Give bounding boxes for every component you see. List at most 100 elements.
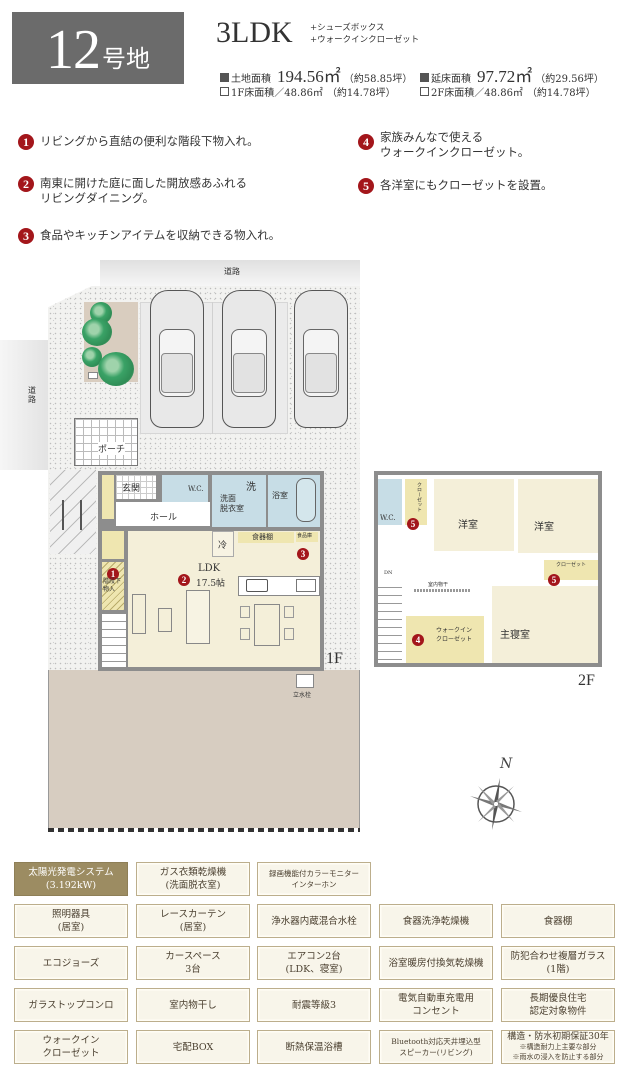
car-2 — [222, 290, 276, 428]
closet-2f-2-badge: 5 — [548, 568, 560, 587]
equipment-solar: 太陽光発電システム (3.192kW) — [14, 862, 128, 896]
feature-3: 3 食品やキッチンアイテムを収納できる物入れ。 — [18, 228, 280, 244]
chair-icon — [284, 628, 294, 640]
chair-icon — [284, 606, 294, 618]
south-garden — [48, 670, 360, 832]
bicycle-icon — [62, 500, 64, 530]
equipment-warranty: 構造・防水初期保証30年 ※構造耐力上主要な部分 ※雨水の浸入を防止する部分 — [501, 1030, 615, 1064]
closet-2f-1 — [405, 479, 427, 525]
equipment-ecojozu: エコジョーズ — [14, 946, 128, 980]
porch — [74, 418, 138, 466]
stairs-dn-label: DN — [384, 570, 393, 576]
wc-2f — [378, 479, 402, 525]
equipment-delivery-box: 宅配BOX — [136, 1030, 250, 1064]
floor2-area: 2F床面積／48.86㎡ （約14.78坪） — [420, 84, 596, 99]
parking-divider — [212, 302, 213, 434]
plan-type: 3LDK — [216, 16, 293, 49]
road-left — [0, 340, 48, 470]
equipment-ev-outlet: 電気自動車充電用 コンセント — [379, 988, 493, 1022]
feature-4: 4 家族みんなで使える ウォークインクローゼット。 — [358, 130, 529, 160]
feature-text: 各洋室にもクローゼットを設置。 — [380, 178, 553, 192]
equipment-water-purifier: 浄水器内蔵混合水栓 — [257, 904, 371, 938]
floor1-area: 1F床面積／48.86㎡ （約14.78坪） — [220, 84, 396, 99]
warranty-title: 構造・防水初期保証30年 — [507, 1032, 609, 1042]
master-bedroom-label: 主寝室 — [500, 630, 530, 641]
land-area-label: 土地面積 — [231, 74, 271, 85]
washroom — [212, 475, 266, 527]
bicycle-parking — [50, 470, 96, 554]
western-room-2-label: 洋室 — [534, 522, 554, 533]
cupboard-label: 食器棚 — [252, 533, 273, 541]
porch-label: ポーチ — [98, 442, 126, 455]
western-room-1 — [434, 479, 514, 551]
wc-1f-label: W.C. — [188, 485, 204, 493]
western-room-1-label: 洋室 — [458, 520, 478, 531]
feature-text: 食品やキッチンアイテムを収納できる物入れ。 — [40, 228, 281, 242]
plan-extra-walkin: +ウォークインクローゼット — [310, 35, 420, 45]
total-floor-tsubo: （約29.56坪） — [535, 74, 604, 85]
drying-pole-icon — [414, 589, 470, 592]
pantry — [296, 532, 318, 542]
equipment-dishwasher: 食器洗浄乾燥機 — [379, 904, 493, 938]
walk-in-closet-label: ウォークイン クローゼット — [436, 627, 473, 643]
number-badge: 4 — [358, 134, 374, 150]
filled-square-icon — [420, 73, 429, 82]
road-top — [100, 260, 360, 286]
car-3 — [294, 290, 348, 428]
tree-icon — [82, 318, 112, 346]
equipment-security-glass: 防犯合わせ複層ガラス (1階) — [501, 946, 615, 980]
equipment-insulated-bathtub: 断熱保温浴槽 — [257, 1030, 371, 1064]
warranty-note-1: ※構造耐力上主要な部分 — [519, 1043, 597, 1051]
compass-icon: N — [464, 756, 528, 836]
closet-2f-1-label: クローゼット — [416, 482, 422, 512]
chair-icon — [240, 606, 250, 618]
floor2-label: 2F — [578, 672, 595, 689]
lot-number: 12 — [46, 19, 101, 81]
sink-icon — [246, 579, 268, 592]
western-room-2 — [518, 479, 598, 553]
equipment-indoor-drying: 室内物干し — [136, 988, 250, 1022]
lot-suffix: 号地 — [102, 45, 150, 73]
feature-1: 1 リビングから直結の便利な階段下物入れ。 — [18, 134, 259, 150]
feature-text: 南東に開けた庭に面した開放感あふれる リビングダイニング。 — [40, 176, 247, 205]
chair-icon — [240, 628, 250, 640]
compass-north-label: N — [500, 756, 513, 772]
hall — [116, 502, 210, 526]
land-area-value: 194.56㎡ — [277, 67, 341, 86]
plan-extra-shoebox: +シューズボックス — [310, 23, 385, 33]
equipment-walk-in-closet: ウォークイン クローゼット — [14, 1030, 128, 1064]
feature-5: 5 各洋室にもクローゼットを設置。 — [358, 178, 553, 194]
under-stairs-badge: 1 — [107, 562, 119, 581]
bicycle-icon — [80, 500, 82, 530]
water-tap-icon — [296, 674, 314, 688]
number-badge: 1 — [18, 134, 34, 150]
storage-1f — [102, 531, 124, 559]
land-area-tsubo: （約58.85坪） — [343, 74, 413, 85]
feature-2: 2 南東に開けた庭に面した開放感あふれる リビングダイニング。 — [18, 176, 247, 206]
washroom-label: 洗面 脱衣室 — [220, 494, 244, 513]
floor2-area-label: 2F床面積／48.86㎡ — [431, 88, 523, 99]
hall-label: ホール — [150, 513, 178, 523]
filled-square-icon — [220, 73, 229, 82]
total-floor-value: 97.72㎡ — [477, 67, 533, 86]
road-top-label: 道路 — [224, 267, 240, 276]
equipment-aircon: エアコン2台 (LDK、寝室) — [257, 946, 371, 980]
equipment-long-term-housing: 長期優良住宅 認定対象物件 — [501, 988, 615, 1022]
total-floor-label: 延床面積 — [431, 74, 471, 85]
number-badge: 2 — [18, 176, 34, 192]
water-tap-label: 立水栓 — [293, 692, 312, 699]
warranty-note-2: ※雨水の浸入を防止する部分 — [512, 1053, 604, 1061]
fridge-label: 冷 — [218, 541, 228, 551]
closet-2f-1-badge: 5 — [407, 512, 419, 531]
equipment-glass-top-stove: ガラストップコンロ — [14, 988, 128, 1022]
fridge-space — [212, 531, 234, 557]
floor1-label: 1F — [326, 650, 343, 667]
bathtub-icon — [296, 478, 316, 522]
tree-icon — [98, 352, 134, 386]
equipment-car-space: カースペース 3台 — [136, 946, 250, 980]
plan-extras: +シューズボックス +ウォークインクローゼット — [310, 22, 419, 46]
equipment-lace-curtain: レースカーテン (居室) — [136, 904, 250, 938]
number-badge: 3 — [18, 228, 34, 244]
tree-icon — [82, 347, 102, 367]
stairs-1f — [102, 614, 126, 667]
